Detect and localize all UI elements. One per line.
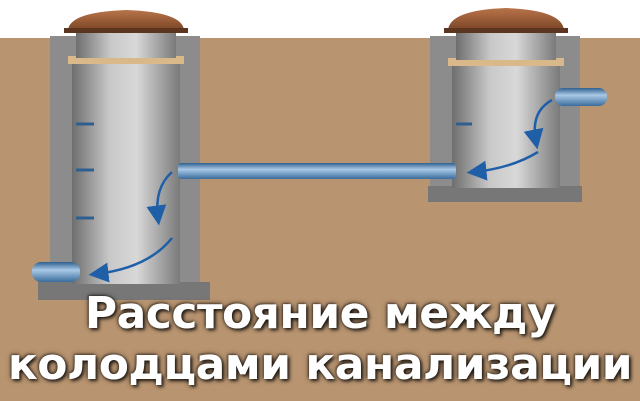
outlet-pipe [32,262,80,282]
left-well-collar [68,56,184,64]
caption-line-2: колодцами канализации [7,339,633,390]
flow-arrow-icon [523,98,553,150]
right-well-base [428,186,582,202]
left-well [38,10,210,300]
connecting-pipe [178,163,456,179]
left-well-ring [72,62,180,284]
caption-line-1: Расстояние между [84,288,556,339]
flow-arrow-icon [466,150,539,181]
right-well-collar [448,58,564,66]
left-well-neck [76,30,176,58]
right-well-ring [452,64,560,188]
left-well-lid [68,10,184,30]
flow-arrow-icon [88,237,173,283]
right-well-rim [444,28,568,33]
left-well-rim [64,28,188,33]
right-well-neck [456,30,556,60]
left-well-base [38,282,210,300]
inlet-pipe [555,88,607,106]
right-well-lid [448,8,564,30]
flow-arrow-icon [146,171,173,226]
